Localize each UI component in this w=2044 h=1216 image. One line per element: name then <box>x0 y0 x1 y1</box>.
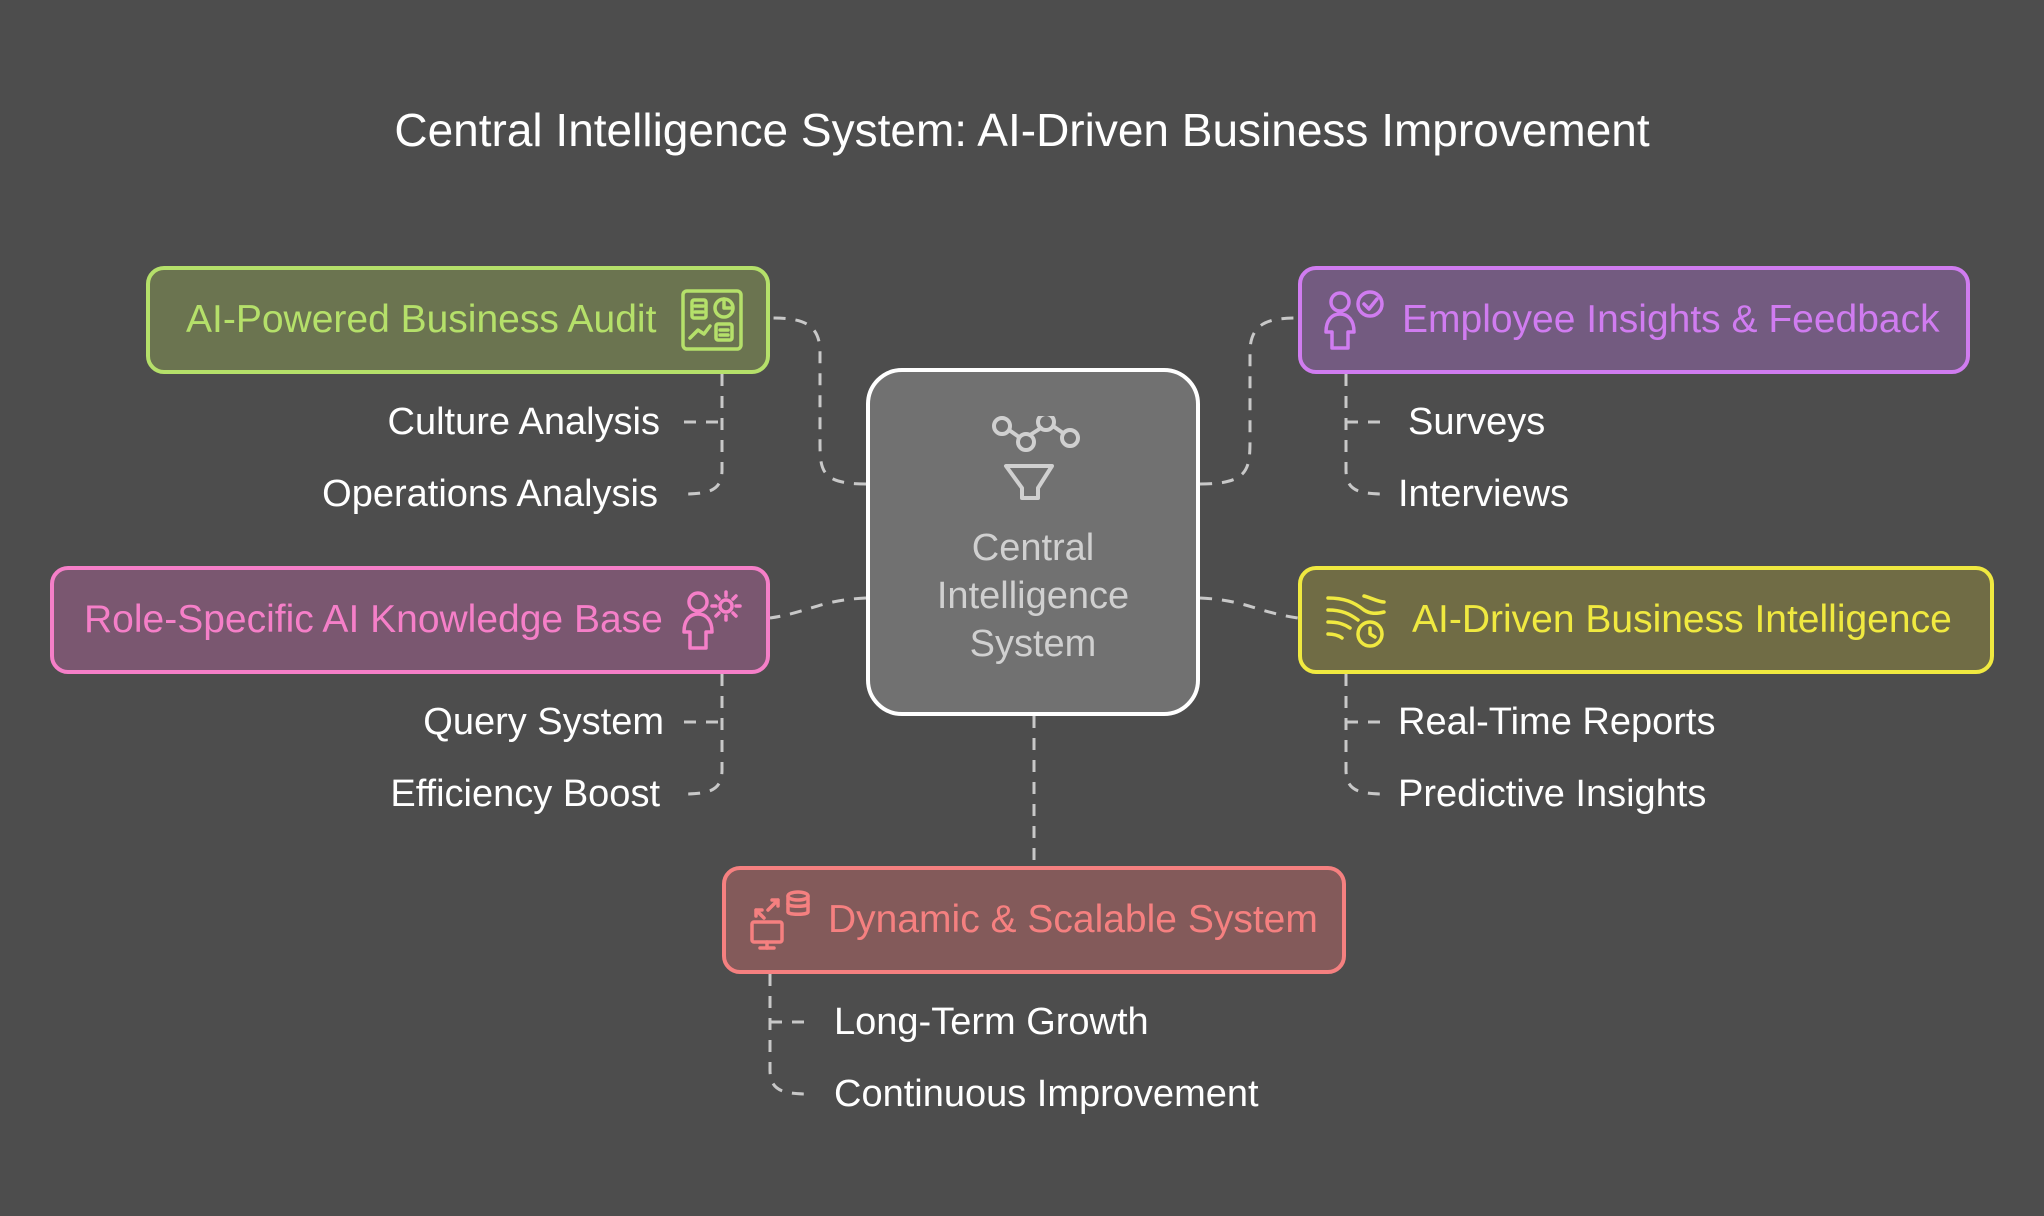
connector-audit <box>769 316 867 486</box>
node-business-intelligence: AI-Driven Business Intelligence <box>1298 566 1994 674</box>
dashboard-report-icon <box>681 289 743 351</box>
list-item: Continuous Improvement <box>834 1073 1259 1115</box>
list-item: Culture Analysis <box>387 401 660 443</box>
node-knowledge-base: Role-Specific AI Knowledge Base <box>50 566 770 674</box>
list-item: Surveys <box>1408 401 1546 443</box>
node-knowledge-base-label: Role-Specific AI Knowledge Base <box>84 598 663 641</box>
node-scalable-system-label: Dynamic & Scalable System <box>828 898 1318 941</box>
connector-bi <box>1199 596 1299 620</box>
central-node-label: Central Intelligence System <box>936 527 1130 665</box>
list-item: Interviews <box>1398 473 1570 515</box>
connector-scalable-items <box>768 974 809 1096</box>
node-business-audit-label: AI-Powered Business Audit <box>186 298 657 341</box>
node-business-intelligence-label: AI-Driven Business Intelligence <box>1412 598 1952 641</box>
node-scalable-system: Dynamic & Scalable System <box>722 866 1346 974</box>
funnel-network-icon <box>992 416 1080 500</box>
connector-employee <box>1199 316 1299 486</box>
list-item: Query System <box>423 701 664 743</box>
node-employee-insights-label: Employee Insights & Feedback <box>1402 298 1940 341</box>
list-item: Efficiency Boost <box>390 773 660 815</box>
node-employee-insights: Employee Insights & Feedback <box>1298 266 1970 374</box>
list-item: Real-Time Reports <box>1398 701 1716 743</box>
node-business-audit: AI-Powered Business Audit <box>146 266 770 374</box>
person-check-icon <box>1324 290 1384 350</box>
wind-clock-icon <box>1326 594 1386 648</box>
connector-bi-items <box>1344 674 1385 796</box>
computer-database-icon <box>750 890 810 950</box>
connector-employee-items <box>1344 374 1385 496</box>
central-node: Central Intelligence System <box>866 368 1200 716</box>
list-item: Operations Analysis <box>322 473 658 515</box>
connector-knowledge <box>769 596 867 620</box>
page-title: Central Intelligence System: AI-Driven B… <box>394 104 1650 156</box>
list-item: Predictive Insights <box>1398 773 1707 815</box>
connector-knowledge-items <box>683 674 724 796</box>
connector-audit-items <box>683 374 724 496</box>
list-item: Long-Term Growth <box>834 1001 1149 1043</box>
person-gear-icon <box>682 590 742 650</box>
